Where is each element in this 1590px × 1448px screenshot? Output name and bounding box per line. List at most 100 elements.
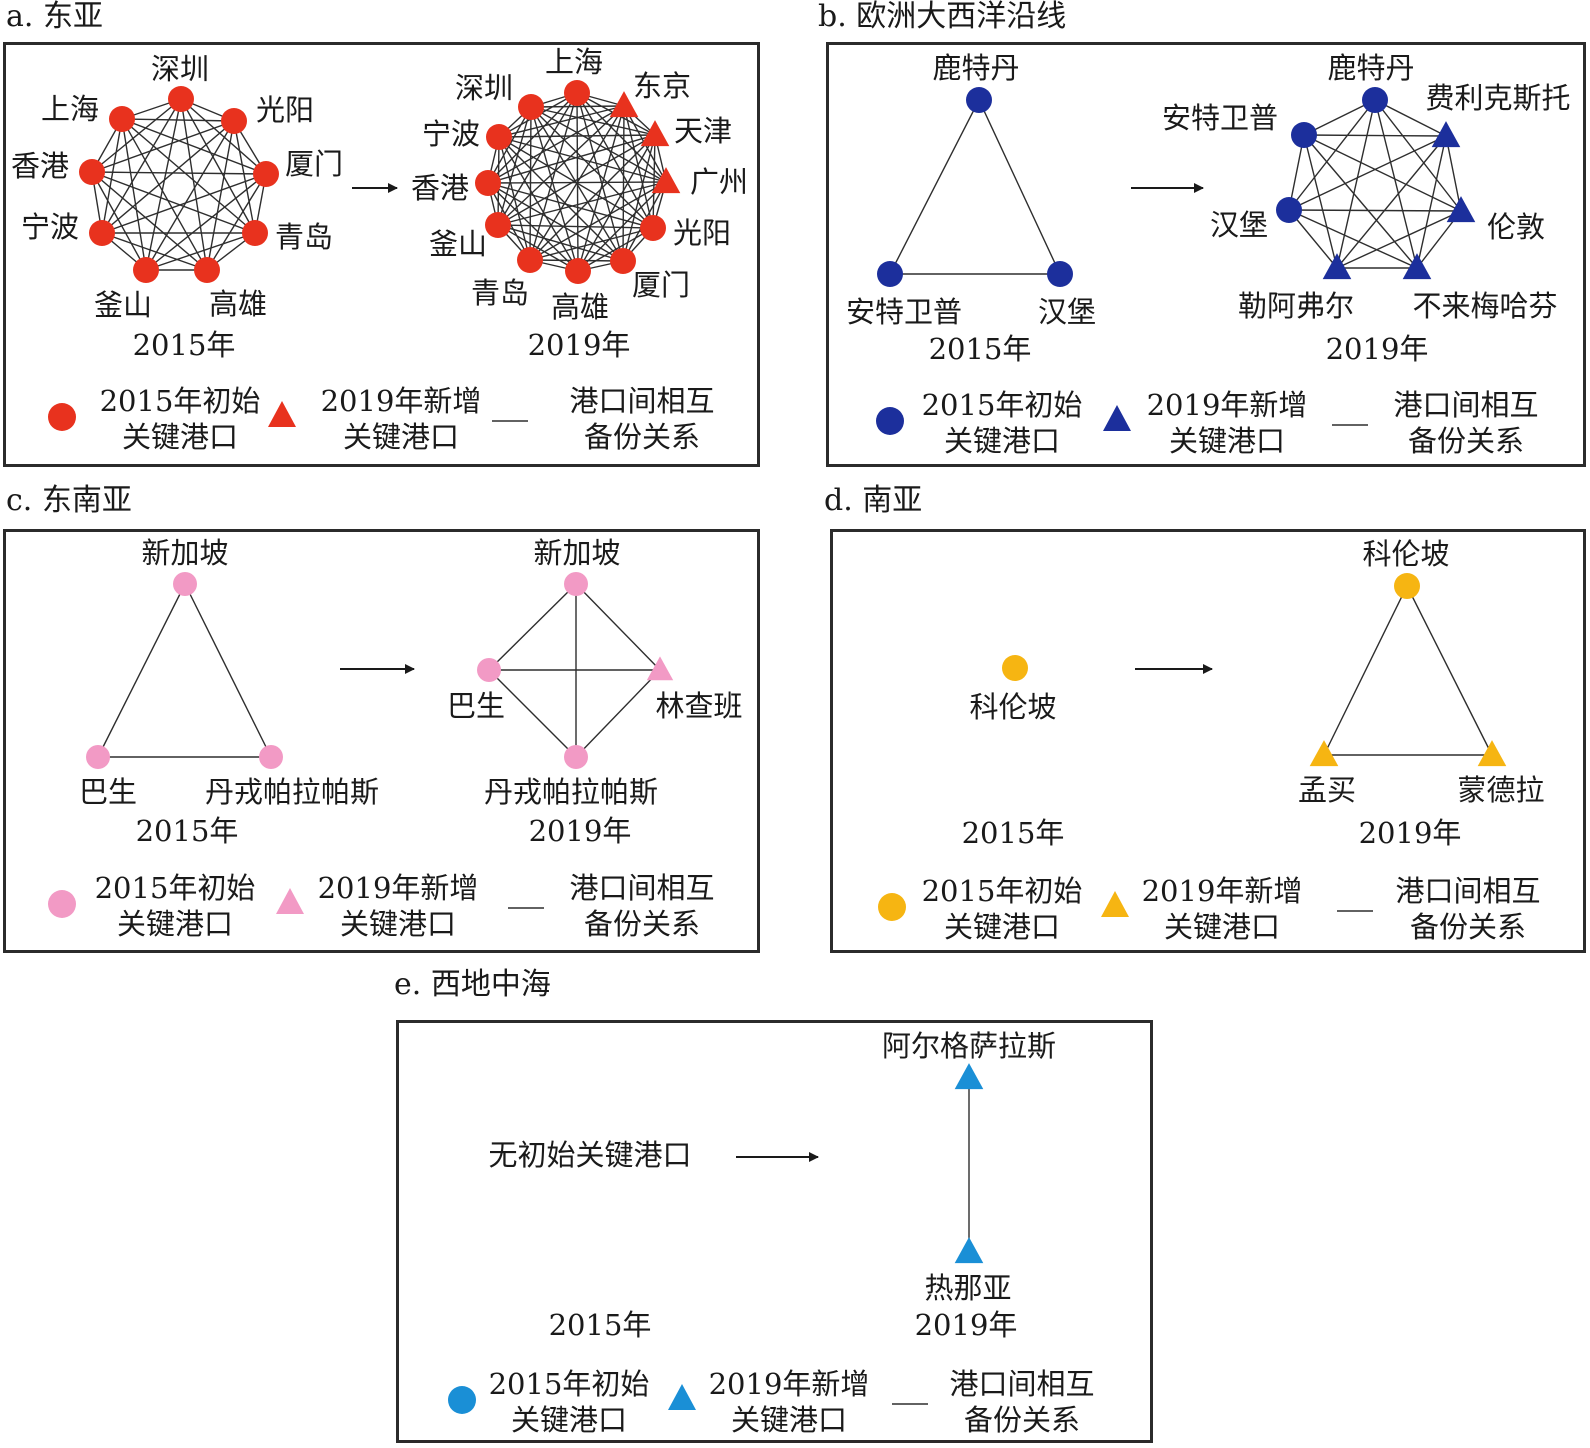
port-node-initial-a-2015-0 (168, 86, 194, 112)
panel-c-title: c. 东南亚 (6, 483, 132, 518)
edge-a-2019-6-10 (498, 136, 579, 272)
edge-a-2019-6-9 (487, 182, 579, 272)
legend-initial-text-line2-4: 关键港口 (511, 1403, 627, 1437)
legend-initial-marker-4 (448, 1386, 476, 1414)
edge-b-2019-1-2 (1445, 135, 1462, 212)
edge-a-2015-2-8 (121, 118, 267, 175)
legend-new-marker-3 (1101, 891, 1129, 917)
port-node-initial-c-2015-0 (173, 572, 197, 596)
edge-a-2019-2-6 (577, 134, 656, 272)
port-node-initial-b-2015-1 (1047, 261, 1073, 287)
port-node-initial-a-2019-10 (486, 124, 512, 150)
port-label-b-2019-5: 汉堡 (1210, 208, 1268, 242)
port-node-initial-a-2019-6 (565, 258, 591, 284)
port-node-new-b-2019-4 (1322, 253, 1352, 280)
edge-a-2015-0-4 (180, 98, 208, 271)
year-label-after-e: 2019年 (915, 1308, 1018, 1342)
port-node-initial-a-2019-5 (610, 248, 636, 274)
edge-b-2019-1-5 (1288, 135, 1447, 211)
port-label-c-2019-3: 巴生 (447, 689, 505, 723)
year-label-after-d: 2019年 (1359, 816, 1462, 850)
edge-a-2019-4-9 (487, 182, 654, 229)
legend-new-text-line2-2: 关键港口 (340, 907, 456, 941)
edge-b-2019-0-4 (1336, 99, 1376, 269)
legend-initial-marker-0 (48, 403, 76, 431)
port-node-initial-a-2019-9 (475, 170, 501, 196)
edge-a-2019-1-5 (622, 105, 625, 262)
port-label-a-2015-8: 上海 (41, 92, 99, 126)
port-node-initial-c-2019-0 (564, 572, 588, 596)
legend-initial-text-line2-2: 关键港口 (117, 907, 233, 941)
port-node-initial-a-2015-4 (194, 257, 220, 283)
legend-initial-text-line2-1: 关键港口 (944, 424, 1060, 458)
edge-c-2015-0-1 (184, 583, 272, 758)
edge-c-2019-1-2 (575, 669, 661, 758)
year-label-before-a: 2015年 (133, 328, 236, 362)
port-label-a-2019-6: 高雄 (551, 290, 609, 324)
edge-a-2015-4-6 (101, 232, 208, 271)
port-label-a-2019-10: 宁波 (422, 117, 480, 151)
edge-b-2019-1-4 (1336, 135, 1447, 269)
port-label-b-2019-3: 不来梅哈芬 (1412, 289, 1557, 323)
port-label-c-2019-2: 丹戎帕拉帕斯 (484, 775, 658, 809)
year-label-after-b: 2019年 (1326, 332, 1429, 366)
edge-a-2019-2-7 (529, 134, 656, 261)
edge-a-2019-5-8 (497, 224, 624, 262)
port-node-initial-c-2019-3 (477, 658, 501, 682)
port-label-b-2019-6: 安特卫普 (1162, 101, 1278, 135)
legend-new-marker-0 (268, 401, 296, 427)
edge-b-2019-1-6 (1303, 134, 1447, 137)
edge-c-2015-0-2 (97, 583, 186, 758)
edge-a-2015-0-6 (101, 98, 182, 234)
port-node-initial-a-2015-5 (133, 257, 159, 283)
port-node-initial-a-2019-7 (517, 247, 543, 273)
port-label-a-2019-5: 厦门 (632, 268, 690, 302)
port-label-a-2019-11: 深圳 (455, 71, 513, 105)
port-label-a-2019-9: 香港 (411, 171, 469, 205)
edge-a-2019-6-8 (497, 224, 579, 272)
edge-b-2019-0-3 (1374, 99, 1418, 269)
port-node-initial-c-2015-1 (259, 745, 283, 769)
edge-b-2019-1-3 (1416, 135, 1447, 269)
port-label-a-2019-7: 青岛 (471, 276, 529, 310)
port-label-d-2019-0: 科伦坡 (1362, 537, 1449, 571)
edge-a-2019-3-8 (497, 181, 667, 226)
edge-b-2019-3-6 (1303, 134, 1418, 269)
nodes-layer (79, 80, 1507, 1264)
port-label-b-2019-4: 勒阿弗尔 (1238, 289, 1354, 323)
port-node-initial-b-2019-6 (1291, 122, 1317, 148)
edge-b-2015-0-1 (978, 99, 1061, 275)
edge-a-2015-2-7 (91, 171, 267, 175)
port-label-c-2015-0: 新加坡 (141, 536, 228, 570)
port-node-initial-b-2015-0 (966, 87, 992, 113)
edge-a-2019-3-6 (577, 181, 667, 272)
legend-relation-text-line1-0: 港口间相互 (569, 384, 714, 418)
panel-d-box (830, 529, 1586, 953)
port-node-new-a-2019-3 (651, 167, 681, 194)
legend-initial-text-line1-1: 2015年初始 (922, 388, 1083, 422)
legend-new-text-line2-1: 关键港口 (1169, 424, 1285, 458)
port-node-new-a-2019-2 (640, 120, 670, 147)
legend-relation-text-line1-1: 港口间相互 (1393, 388, 1538, 422)
edge-a-2019-5-10 (498, 136, 624, 262)
legend-new-text-line1-3: 2019年新增 (1142, 874, 1303, 908)
port-label-a-2015-2: 厦门 (285, 147, 343, 181)
port-label-c-2015-2: 巴生 (79, 775, 137, 809)
edge-a-2019-0-3 (576, 92, 667, 183)
legend-initial-text-line2-0: 关键港口 (122, 420, 238, 454)
edge-a-2019-9-11 (487, 106, 532, 184)
legend-initial-text-line1-4: 2015年初始 (489, 1367, 650, 1401)
edge-c-2019-0-1 (575, 583, 661, 671)
panel-b-box (826, 42, 1586, 467)
legend-new-text-line1-4: 2019年新增 (709, 1367, 870, 1401)
edge-a-2019-3-10 (498, 136, 667, 183)
edge-a-2019-0-4 (576, 92, 654, 229)
legend-new-text-line2-3: 关键港口 (1164, 910, 1280, 944)
panel-b-title: b. 欧洲大西洋沿线 (818, 0, 1067, 34)
port-node-new-d-2019-2 (1309, 740, 1339, 767)
port-node-new-c-2019-1 (646, 656, 674, 681)
legend-new-text-line1-0: 2019年新增 (321, 384, 482, 418)
port-node-new-b-2019-1 (1431, 121, 1461, 148)
edge-a-2019-2-9 (487, 134, 656, 184)
